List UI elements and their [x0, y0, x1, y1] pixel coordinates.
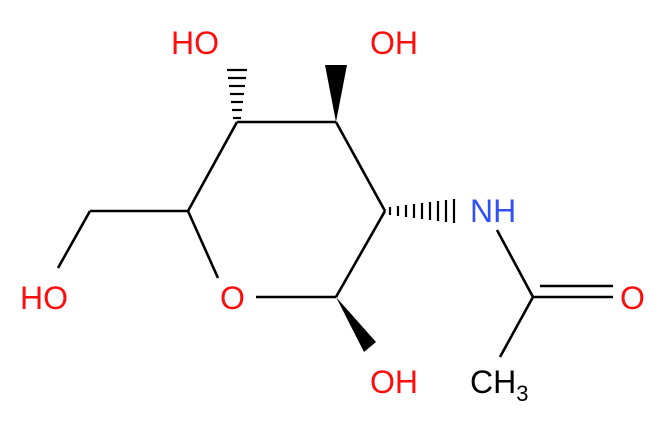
ch3-subscript: 3	[516, 381, 528, 406]
hashed-wedge-c5-ho	[227, 68, 247, 120]
bond-ring-o-c6	[186, 210, 220, 279]
ho-left-label: HO	[20, 280, 68, 316]
carbonyl-o-label: O	[620, 280, 645, 316]
solid-wedge-c4-oh	[325, 65, 347, 122]
ch3-label: CH3	[470, 364, 528, 406]
bond-carbonyl-c-ch3	[498, 296, 535, 358]
solid-wedge-c2-oh	[336, 297, 376, 352]
oh-bottom-label: OH	[370, 364, 418, 400]
oh-top-right-label: OH	[370, 25, 418, 61]
bond-n-carbonyl-c	[495, 229, 535, 298]
bond-c3-c2	[334, 210, 387, 298]
bond-ch2-o	[56, 210, 92, 269]
ho-top-left-label: HO	[171, 25, 219, 61]
nh-label: NH	[470, 193, 516, 229]
hashed-wedge-c3-nh	[388, 199, 456, 223]
ring-oxygen-label: O	[220, 280, 245, 316]
ch3-c-text: CH	[470, 364, 516, 400]
bond-c6-c5	[186, 121, 239, 212]
bond-c4-c3	[334, 121, 387, 212]
